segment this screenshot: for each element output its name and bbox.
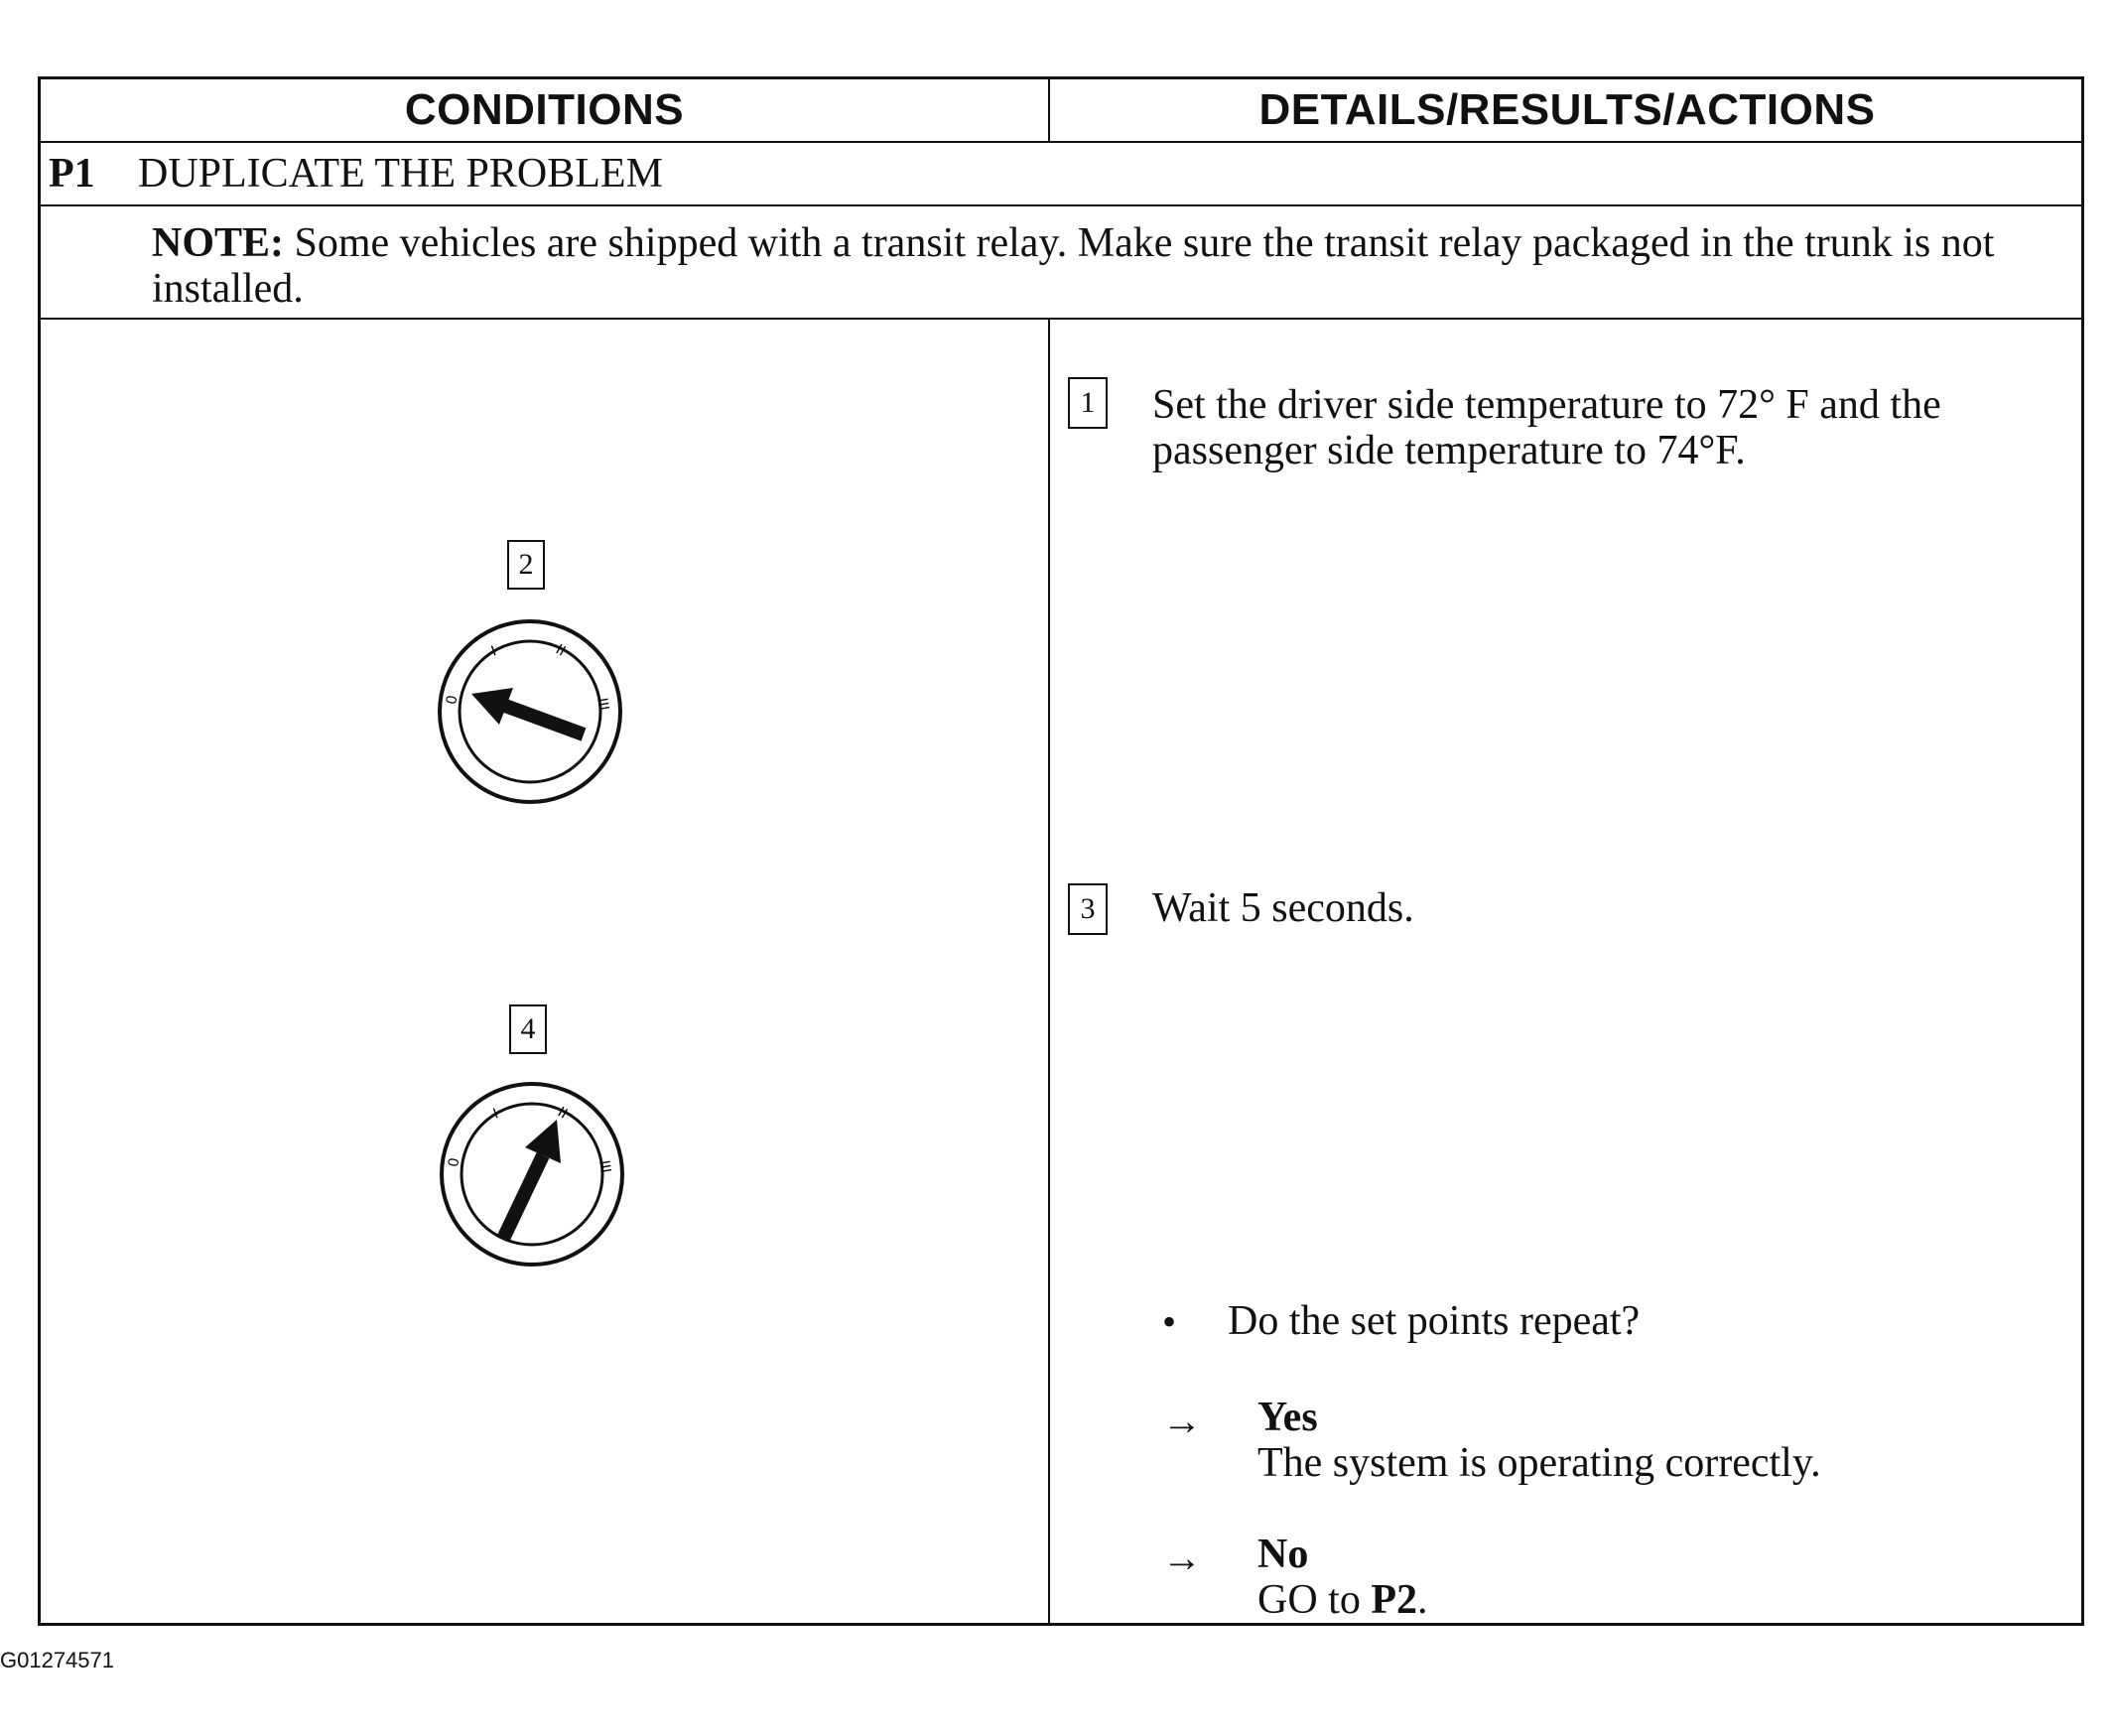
answer-no-text-prefix: GO to: [1257, 1577, 1372, 1623]
figure-code: G01274571: [0, 1648, 114, 1672]
answer-no: No GO to P2.: [1257, 1532, 2071, 1623]
answer-no-text: GO to P2.: [1257, 1577, 2071, 1623]
knob-label-i: I: [491, 1105, 501, 1122]
arrow-icon: →: [1162, 1399, 1202, 1443]
knob-label-iii: III: [594, 697, 612, 712]
note: NOTE: Some vehicles are shipped with a t…: [152, 220, 2067, 312]
ignition-switch-run-icon: 0 I II III: [440, 1082, 624, 1267]
step-1-box: 1: [1068, 377, 1108, 429]
knob-label-i: I: [489, 642, 499, 659]
divider-note: [41, 318, 2081, 320]
step-1-text: Set the driver side temperature to 72° F…: [1152, 382, 1941, 473]
note-label: NOTE:: [152, 220, 285, 266]
question-bullet: •: [1162, 1299, 1177, 1344]
section-title: DUPLICATE THE PROBLEM: [138, 151, 663, 197]
step-4-box: 4: [509, 1004, 547, 1054]
knob-label-0: 0: [443, 695, 461, 706]
answer-yes-text: The system is operating correctly.: [1257, 1440, 1821, 1486]
section-row: P1 DUPLICATE THE PROBLEM: [41, 143, 663, 204]
section-code: P1: [49, 151, 95, 197]
divider-header: [41, 141, 2081, 143]
step-2-box: 2: [507, 540, 545, 590]
question-text: Do the set points repeat?: [1228, 1298, 1641, 1344]
header-details: DETAILS/RESULTS/ACTIONS: [1258, 85, 1876, 134]
step-3-box: 3: [1068, 883, 1108, 935]
diagnostic-table: CONDITIONS DETAILS/RESULTS/ACTIONS P1 DU…: [38, 76, 2084, 1626]
answer-no-text-suffix: .: [1417, 1577, 1428, 1623]
step-3-text: Wait 5 seconds.: [1152, 885, 1414, 931]
answer-yes: Yes The system is operating correctly.: [1257, 1395, 2071, 1486]
note-text: Some vehicles are shipped with a transit…: [152, 220, 1995, 312]
answer-yes-label: Yes: [1257, 1395, 1318, 1440]
answer-no-link-p2: P2: [1371, 1577, 1417, 1623]
divider-column-top: [1048, 79, 1050, 141]
ignition-switch-off-icon: 0 I II III: [438, 619, 622, 804]
divider-column-body: [1048, 318, 1050, 1626]
arrow-icon: →: [1162, 1536, 1202, 1580]
answer-no-label: No: [1257, 1532, 1309, 1577]
knob-label-0: 0: [445, 1157, 462, 1168]
header-conditions: CONDITIONS: [404, 85, 685, 134]
knob-label-iii: III: [595, 1159, 614, 1174]
divider-section: [41, 204, 2081, 206]
